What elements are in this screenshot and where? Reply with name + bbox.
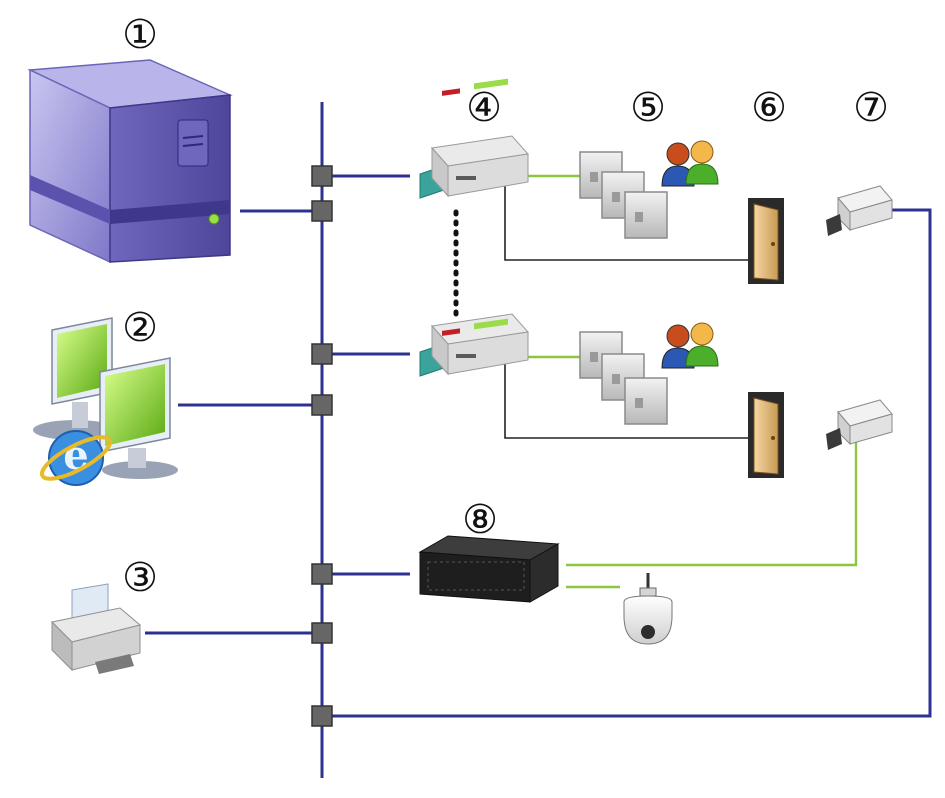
door-icon <box>748 392 784 478</box>
junction-dvr <box>311 563 333 585</box>
card-reader-group-2 <box>579 331 668 425</box>
label-8: ⑧ <box>462 497 498 543</box>
junction-boxes <box>311 165 333 727</box>
label-2: ② <box>122 305 158 351</box>
junction-server <box>311 200 333 222</box>
network-lines <box>145 102 932 778</box>
server-tower-icon <box>27 59 233 264</box>
card-reader-group-1 <box>579 151 668 239</box>
door-icon <box>748 198 784 284</box>
label-4: ④ <box>466 85 502 131</box>
junction-controller-2 <box>311 343 333 365</box>
camera-1-link <box>322 208 932 718</box>
workstation-ie-icon: e <box>33 317 178 486</box>
label-6: ⑥ <box>751 85 787 131</box>
door-1-wire <box>504 186 750 261</box>
camera-icon <box>826 399 893 450</box>
people-icon <box>661 322 719 369</box>
label-3: ③ <box>122 555 158 601</box>
dome-camera-icon <box>623 573 673 645</box>
access-controller-icon <box>419 313 529 377</box>
junction-controller-1 <box>311 165 333 187</box>
label-5: ⑤ <box>630 85 666 131</box>
door-2-wire <box>504 363 750 439</box>
card-reader-icon <box>624 377 668 425</box>
camera-2-video-link <box>566 442 858 567</box>
junction-printer <box>311 622 333 644</box>
junction-workstation <box>311 394 333 416</box>
number-labels: ① ② ③ ④ ⑤ ⑥ ⑦ ⑧ <box>122 12 889 601</box>
label-1: ① <box>122 12 158 58</box>
camera-icon <box>826 185 893 236</box>
dvr-recorder-icon <box>418 535 560 603</box>
door-wiring <box>504 186 750 439</box>
printer-icon <box>50 583 142 674</box>
green-links <box>528 174 858 589</box>
people-icon <box>661 140 719 187</box>
card-reader-icon <box>624 191 668 239</box>
access-controller-icon <box>419 78 529 199</box>
label-7: ⑦ <box>853 85 889 131</box>
junction-camera <box>311 705 333 727</box>
